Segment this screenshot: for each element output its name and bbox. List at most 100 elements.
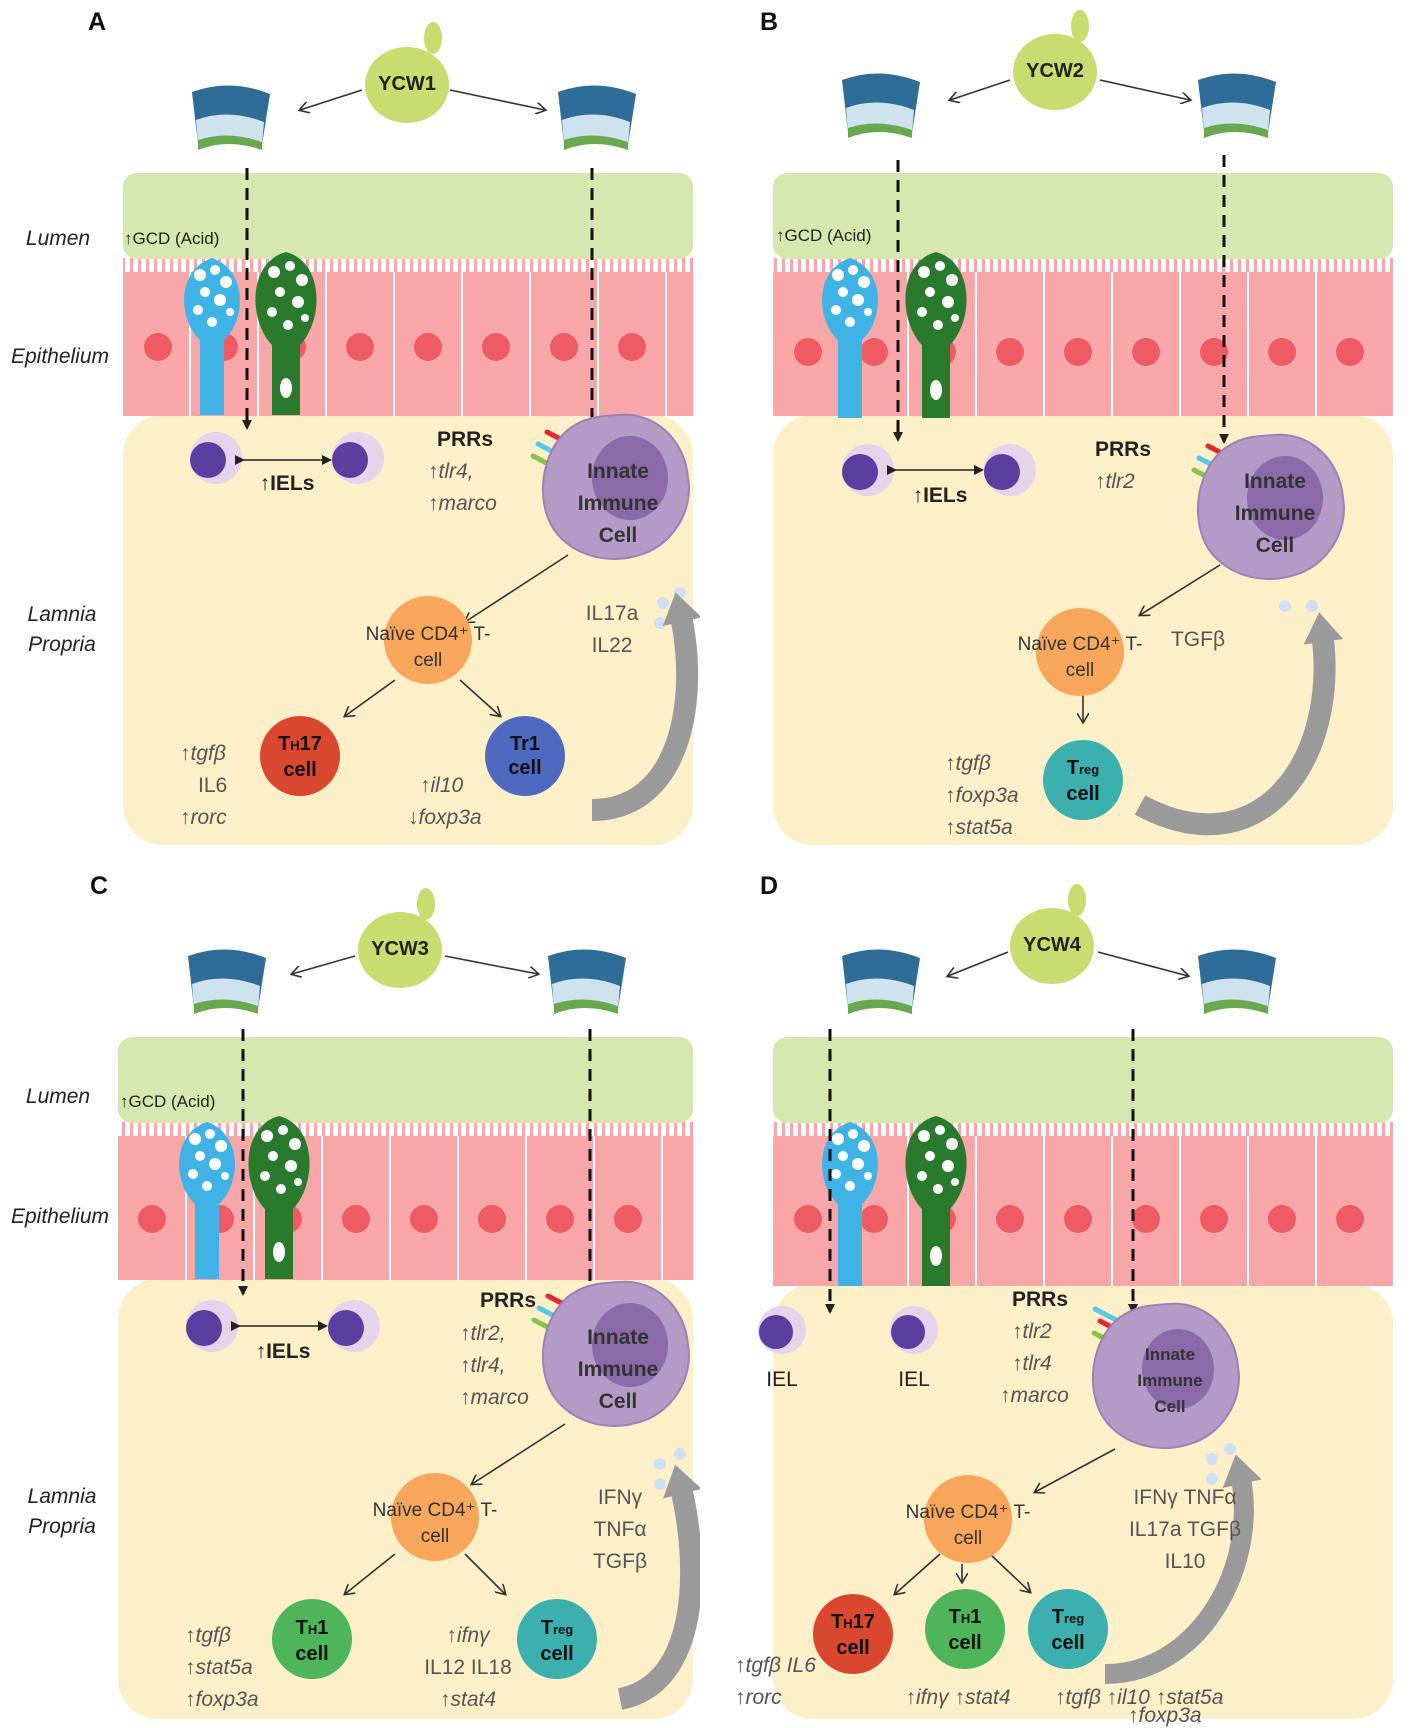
goblet-cell-blue	[822, 258, 878, 418]
panel-d-graphics	[758, 884, 1393, 1719]
cytokine-1: IFNγ TNFα	[1133, 1486, 1237, 1509]
prrs-label: PRRs	[437, 428, 494, 451]
panel-letter: C	[90, 872, 109, 900]
lumen-label: Lumen	[25, 1085, 91, 1108]
receptor-3: ↑marco	[460, 1386, 529, 1409]
arrow-naive-to-tr1	[459, 679, 500, 716]
th1-marker-3: ↑foxp3a	[185, 1688, 259, 1711]
panel-c: C YCW3 Lumen Epithelium Lamnia Propria ↑…	[0, 864, 700, 1728]
naive-cell-label: Naïve CD4⁺ T-cell	[905, 1502, 1031, 1549]
lamina-label: Lamnia Propria	[27, 603, 97, 656]
arrow-naive-to-treg	[464, 1553, 505, 1594]
goblet-cell-green	[248, 1116, 310, 1279]
prrs-label: PRRs	[1095, 438, 1152, 461]
tr1-cell-label: Tr1 cell	[508, 733, 542, 779]
treg-marker-3: ↑stat4	[439, 1688, 497, 1711]
receptor-1: ↑tlr2	[1012, 1320, 1052, 1343]
lumen-zone	[773, 173, 1393, 259]
lamina-label: Lamnia Propria	[27, 1485, 97, 1538]
iel-cell-right	[332, 432, 384, 484]
receptor-1: ↑tlr2,	[460, 1322, 506, 1345]
yeast-label: YCW4	[1023, 934, 1081, 956]
th17-marker-3: ↑rorc	[180, 806, 227, 829]
cytokine-2: TNFα	[593, 1518, 647, 1541]
th1-marker-1: ↑tgfβ	[185, 1624, 231, 1647]
th17-cell	[260, 716, 340, 796]
th1-marker-1: ↑ifnγ ↑stat4	[905, 1686, 1011, 1709]
panel-b: B YCW2 ↑GCD (Acid) ↑IELs PRRs ↑tlr2 Inna…	[700, 0, 1400, 864]
tr1-marker-2: ↓foxp3a	[408, 806, 482, 829]
treg-marker-2: ↑foxp3a	[1128, 1704, 1202, 1727]
innate-cell-label: Innate Immune Cell	[1234, 470, 1316, 557]
treg-cell	[517, 1599, 597, 1679]
goblet-cell-blue	[179, 1122, 235, 1279]
goblet-cell-green	[255, 252, 317, 415]
arrow-yeast-left	[300, 89, 363, 110]
iel-cell-right	[890, 1306, 938, 1354]
arrow-naive-to-treg	[989, 1553, 1030, 1592]
naive-cd4-cell	[1036, 608, 1124, 696]
innate-cell-label: Innate Immune Cell	[577, 1326, 659, 1413]
panel-a: A YCW1 Lumen Epithelium Lamnia Propria ↑…	[0, 0, 700, 864]
yeast-cell	[1010, 884, 1094, 984]
iels-label: ↑IELs	[255, 1340, 311, 1363]
treg-marker-1: ↑tgfβ	[945, 752, 991, 775]
iels-label: ↑IELs	[259, 472, 315, 495]
iel-label-left: IEL	[766, 1368, 798, 1391]
receptor-1: ↑tlr4,	[428, 460, 474, 483]
treg-cell	[1028, 1589, 1108, 1669]
innate-cell-nucleus	[1247, 456, 1323, 540]
yeast-label: YCW3	[371, 938, 429, 960]
feedback-arrow	[1104, 1454, 1262, 1684]
tissue-piece-right	[548, 949, 626, 1014]
goblet-cell-blue	[184, 258, 240, 415]
yeast-cell	[365, 22, 449, 123]
yeast-cell	[358, 888, 442, 988]
tissue-piece-left	[192, 85, 270, 150]
arrow-naive-to-th17	[895, 1553, 941, 1594]
naive-cell-label: Naïve CD4⁺ T-cell	[372, 1500, 498, 1547]
lumen-label: Lumen	[25, 227, 91, 250]
tissue-piece-right	[1198, 949, 1276, 1014]
prrs-label: PRRs	[1012, 1288, 1069, 1311]
iel-cell-left	[842, 444, 894, 496]
tissue-piece-right	[1198, 73, 1276, 138]
epithelial-cell-borders	[185, 1136, 663, 1280]
arrow-yeast-left	[292, 955, 356, 974]
innate-cell-label: Innate Immune Cell	[1137, 1345, 1203, 1416]
receptor-1: ↑tlr2	[1095, 470, 1135, 493]
treg-marker-2: ↑foxp3a	[945, 784, 1019, 807]
innate-cell-nucleus	[1142, 1329, 1214, 1409]
goblet-cell-green	[905, 252, 967, 418]
treg-marker-2: IL12 IL18	[424, 1656, 512, 1679]
treg-cell	[1043, 740, 1123, 820]
feedback-arrow	[591, 592, 700, 821]
naive-cd4-cell	[391, 1473, 479, 1561]
feedback-arrow	[1134, 612, 1344, 836]
iel-cell-left	[758, 1306, 806, 1354]
yeast-label: YCW1	[378, 73, 436, 95]
panel-d: D YCW4 IEL IEL PRRs ↑tlr2 ↑tlr4 ↑marco I…	[700, 864, 1400, 1728]
arrow-naive-to-th1	[345, 1553, 396, 1594]
yeast-label: YCW2	[1026, 60, 1084, 82]
receptor-2: ↑tlr4	[1012, 1352, 1052, 1375]
naive-cell-label: Naïve CD4⁺ T-cell	[365, 624, 491, 671]
naive-cd4-cell	[384, 596, 472, 684]
treg-marker-1: ↑tgfβ ↑il10 ↑stat5a	[1055, 1686, 1224, 1709]
cytokine-dots	[654, 1448, 686, 1490]
th17-marker-1: ↑tgfβ	[180, 742, 226, 765]
tissue-piece-left	[842, 73, 920, 138]
panel-c-graphics	[118, 888, 700, 1719]
lumen-zone	[773, 1037, 1393, 1123]
cytokine-3: IL10	[1164, 1550, 1206, 1573]
receptor-2: ↑tlr4,	[460, 1354, 506, 1377]
tr1-cell	[485, 716, 565, 796]
cytokine-1: TGFβ	[1170, 628, 1226, 651]
gcd-label: ↑GCD (Acid)	[120, 1092, 216, 1111]
iel-cell-right	[984, 444, 1036, 496]
